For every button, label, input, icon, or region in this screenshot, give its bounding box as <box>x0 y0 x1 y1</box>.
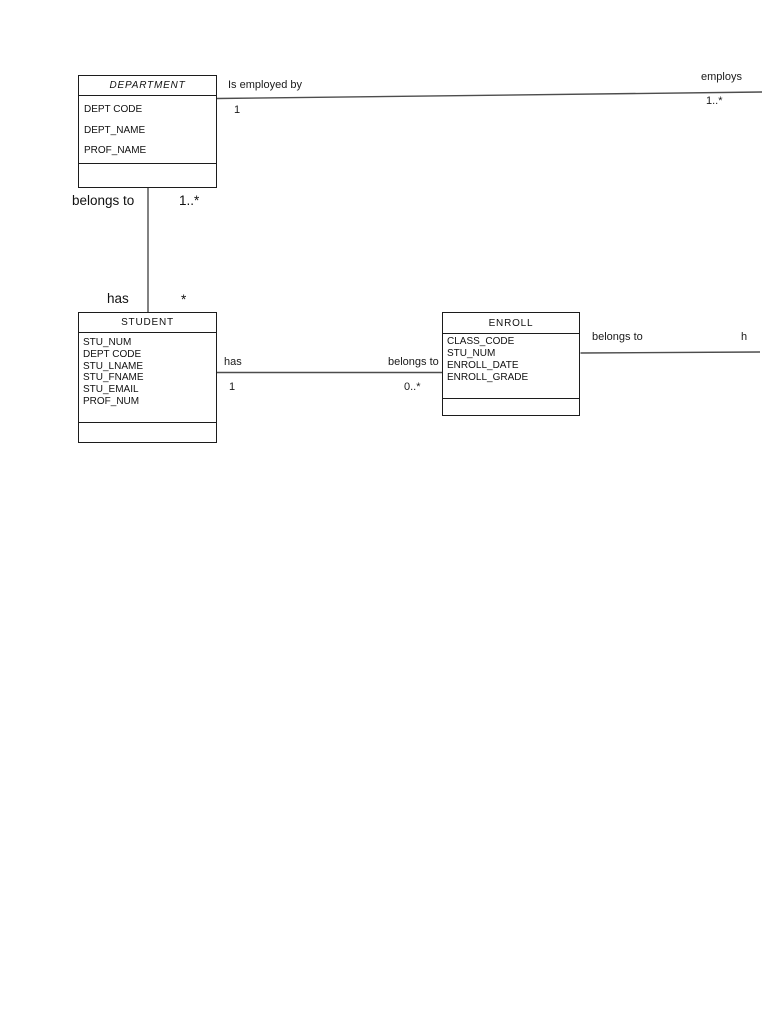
entity-department-empty-compartment <box>79 164 216 187</box>
multiplicity-label: 1..* <box>706 95 723 107</box>
entity-student-attributes: STU_NUM DEPT CODE STU_LNAME STU_FNAME ST… <box>79 333 216 423</box>
department-professor-line <box>216 91 763 100</box>
entity-enroll-attributes: CLASS_CODE STU_NUM ENROLL_DATE ENROLL_GR… <box>443 334 579 399</box>
relationship-label-has: has <box>107 291 129 306</box>
entity-student-title: STUDENT <box>79 313 216 333</box>
relationship-label-belongs-to: belongs to <box>592 331 643 343</box>
attribute: CLASS_CODE <box>447 336 515 347</box>
attribute: STU_EMAIL <box>83 384 139 396</box>
attribute: DEPT_NAME <box>84 124 146 136</box>
entity-student: STUDENT STU_NUM DEPT CODE STU_LNAME STU_… <box>78 312 217 443</box>
attribute: PROF_NUM <box>83 395 140 407</box>
multiplicity-label: 1 <box>229 381 236 393</box>
relationship-label-clipped: h <box>741 331 748 343</box>
relationship-label-belongs-to: belongs to <box>72 193 135 208</box>
attribute: STU_LNAME <box>83 360 144 372</box>
entity-student-empty-compartment <box>79 423 216 442</box>
attribute: STU_FNAME <box>83 372 144 384</box>
entity-enroll: ENROLL CLASS_CODE STU_NUM ENROLL_DATE EN… <box>442 312 580 416</box>
relationship-label-belongs-to: belongs to <box>388 356 439 368</box>
relationship-label-employs: employs <box>701 71 742 83</box>
attribute: ENROLL_DATE <box>447 359 519 371</box>
multiplicity-label: * <box>181 292 187 307</box>
multiplicity-label: 1 <box>234 104 241 116</box>
attribute: DEPT CODE <box>84 104 143 115</box>
attribute: STU_NUM <box>83 337 132 348</box>
multiplicity-label: 1..* <box>179 193 200 208</box>
relationship-label-is-employed-by: Is employed by <box>228 79 302 91</box>
attribute: PROF_NAME <box>84 145 147 156</box>
entity-enroll-empty-compartment <box>443 399 579 415</box>
multiplicity-label: 0..* <box>404 381 421 393</box>
attribute: ENROLL_GRADE <box>447 371 529 383</box>
entity-enroll-title: ENROLL <box>443 313 579 334</box>
attribute: DEPT CODE <box>83 348 142 360</box>
entity-department: DEPARTMENT DEPT CODE DEPT_NAME PROF_NAME <box>78 75 217 188</box>
entity-department-title: DEPARTMENT <box>79 76 216 96</box>
relationship-label-has: has <box>224 356 242 368</box>
entity-department-attributes: DEPT CODE DEPT_NAME PROF_NAME <box>79 96 216 164</box>
enroll-class-line <box>580 351 761 354</box>
attribute: STU_NUM <box>447 347 496 359</box>
